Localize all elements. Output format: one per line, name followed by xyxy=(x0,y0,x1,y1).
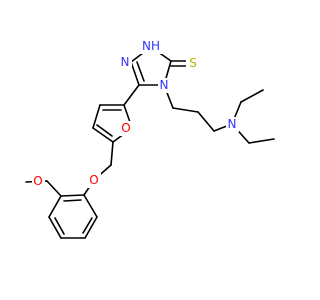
bond-ar6-ar1 xyxy=(83,194,98,218)
bond-ar2-ar3 xyxy=(48,195,62,218)
bond-ar-inner-1 xyxy=(63,199,82,202)
atom-nh-label: NH xyxy=(142,39,160,53)
bond-furan-c5-c4 xyxy=(92,127,114,143)
molecule-diagram: NH S N N N O O O xyxy=(25,39,275,239)
structure-canvas: NH S N N N O O O xyxy=(25,39,275,239)
bond-ar2-omethoxy xyxy=(46,180,62,197)
bond-c5-furan-c2 xyxy=(123,84,140,106)
atom-n-ring-left-label: N xyxy=(121,55,130,69)
atom-o-furan-label: O xyxy=(121,121,130,135)
atom-n-amine-label: N xyxy=(228,117,237,131)
bonds xyxy=(25,46,275,239)
bond-ch2b-ch2c xyxy=(197,111,215,132)
bond-furan-c4-c3 xyxy=(92,104,101,129)
atom-sulfur-label: S xyxy=(189,56,197,70)
bond-ch2a-ch2b xyxy=(172,107,199,113)
atom-labels: NH S N N N O O O xyxy=(32,39,239,189)
atom-o-ether-label: O xyxy=(89,173,98,187)
bond-furan-ch2 xyxy=(110,141,114,166)
bond-ar5-ar6 xyxy=(84,216,98,239)
bond-ar3-ar4 xyxy=(48,216,62,239)
bond-et1a-et1b xyxy=(240,89,264,103)
atom-o-methoxy-label: O xyxy=(33,174,42,188)
bond-c5-n3 xyxy=(130,61,140,86)
bond-ar1-ar2 xyxy=(60,194,85,197)
bond-ar-inner-2 xyxy=(54,217,65,235)
bond-c5-n3-double xyxy=(136,61,145,82)
bond-ar-inner-3 xyxy=(82,217,93,234)
bond-et2a-et2b xyxy=(248,138,275,144)
bond-furan-c5-c4-double xyxy=(96,124,113,137)
atom-n-ring-bottom-label: N xyxy=(160,78,169,92)
